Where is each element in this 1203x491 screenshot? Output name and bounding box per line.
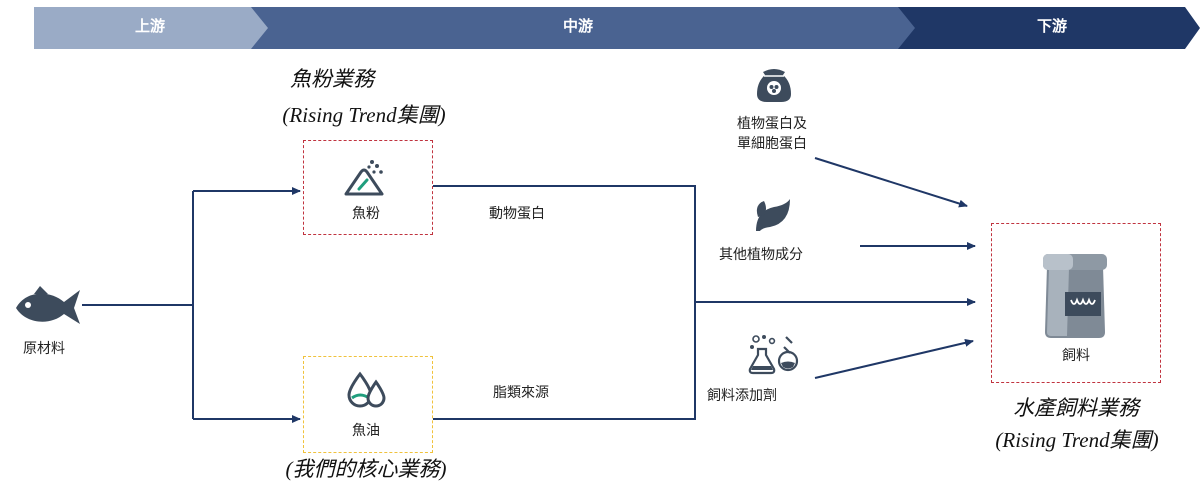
fishoil-box [303,356,433,453]
container-icon [1043,254,1107,338]
fishmeal-business-group: (Rising Trend集團) [282,103,446,127]
upstream-banner [34,7,270,49]
powder-icon [344,160,384,196]
stage-banner [34,7,1200,49]
stage-upstream-label: 上游 [134,17,166,35]
plant-protein-arrow [814,157,968,208]
downstream-banner [898,7,1200,49]
stage-downstream-label: 下游 [1036,17,1068,35]
fishmeal-business-title: 魚粉業務 [290,67,374,91]
fishoil-label: 魚油 [352,423,380,439]
midstream-banner [251,7,917,49]
feed-label: 飼料 [1062,348,1090,364]
animal-protein-label: 動物蛋白 [489,206,545,222]
other-plant-label: 其他植物成分 [719,247,803,263]
fishmeal-label: 魚粉 [352,206,380,222]
droplets-icon [347,371,386,408]
fish-icon [16,286,80,324]
lipid-source-label: 脂類來源 [493,385,549,401]
core-business-caption: (我們的核心業務) [285,457,447,481]
leaf-icon [756,199,790,231]
additive-arrow [814,338,974,379]
fishmeal-box [303,140,433,235]
raw-material-label: 原材料 [23,341,65,357]
feed-additive-label: 飼料添加劑 [707,388,777,404]
fishmeal-out-line [433,185,696,420]
plant-protein-label-line1: 植物蛋白及 [737,116,807,132]
stage-midstream-label: 中游 [562,17,594,35]
feed-box [991,223,1161,383]
aquafeed-business-group: (Rising Trend集團) [995,428,1159,452]
sack-icon [757,69,791,102]
plant-protein-label-line2: 單細胞蛋白 [737,136,807,152]
flask-icon [748,335,799,375]
aquafeed-business-title: 水產飼料業務 [1013,396,1139,420]
